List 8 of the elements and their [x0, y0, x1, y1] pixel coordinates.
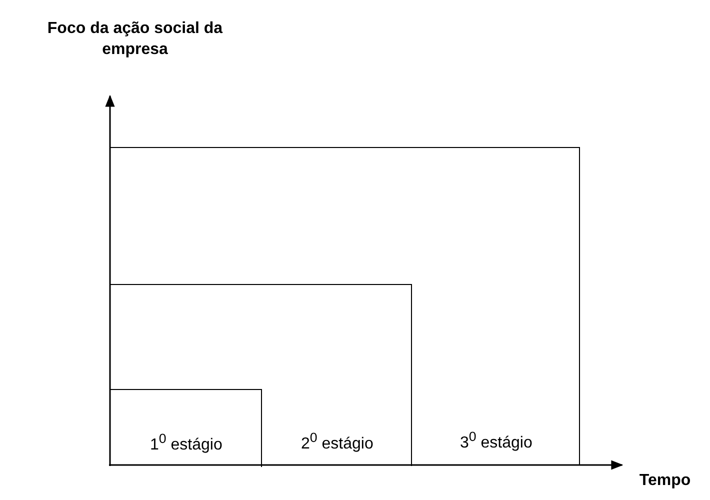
x-axis-title: Tempo [638, 471, 692, 491]
stage-label: 3$^{0}$ estágio [460, 428, 532, 452]
stage-box [110, 389, 262, 467]
stage-label: 2$^{0}$ estágio [301, 430, 374, 453]
stage-box [110, 147, 580, 465]
y-axis-title: Foco da ação social da empresa [46, 19, 224, 60]
stage-box [110, 284, 412, 466]
stage-label: 1$^{0}$ estágio [150, 430, 222, 454]
